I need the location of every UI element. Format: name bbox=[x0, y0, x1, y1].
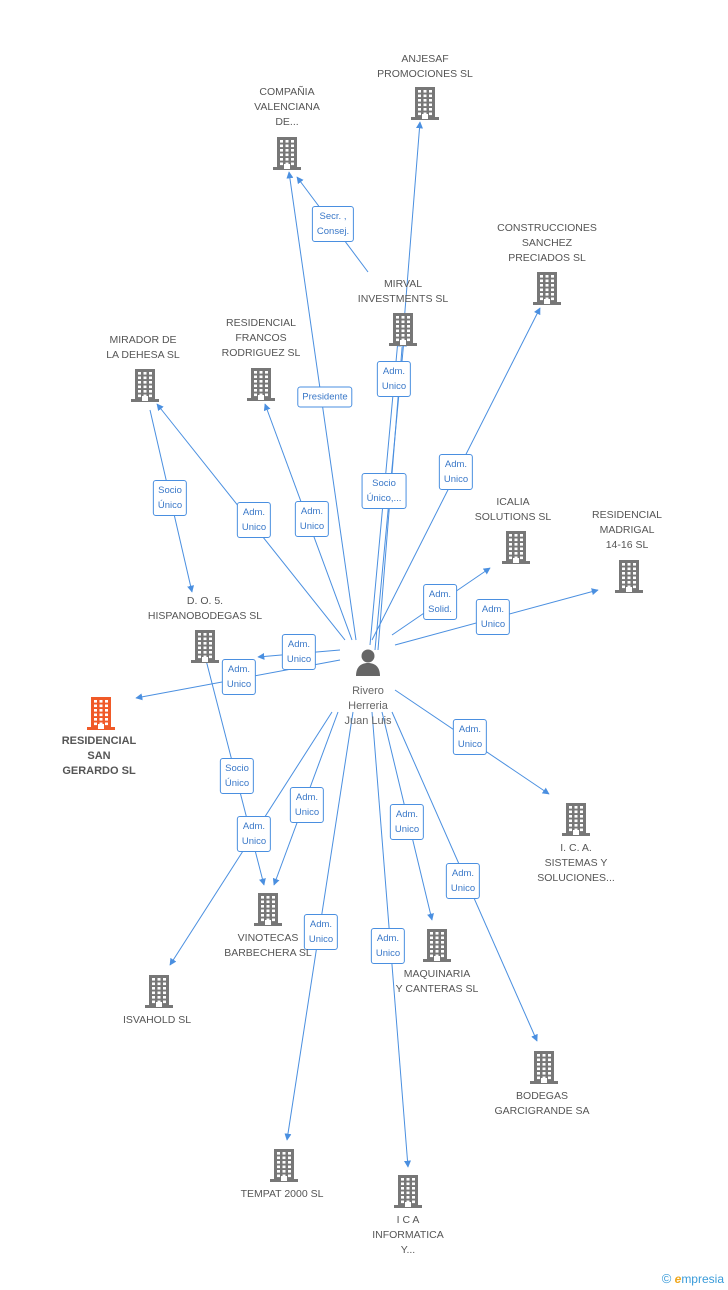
building-icon[interactable] bbox=[187, 628, 223, 664]
edge-role-label[interactable]: Adm. Unico bbox=[475, 599, 511, 635]
edge-role-label[interactable]: Adm. Unico bbox=[452, 719, 488, 755]
building-icon[interactable] bbox=[250, 891, 286, 927]
company-label-compania[interactable]: COMPAÑIA VALENCIANA DE... bbox=[254, 86, 320, 128]
edge-role-label[interactable]: Adm. Unico bbox=[445, 863, 481, 899]
person-icon[interactable] bbox=[353, 647, 383, 677]
brand-logo-e: e bbox=[674, 1272, 682, 1286]
company-label-mirval[interactable]: MIRVAL INVESTMENTS SL bbox=[357, 278, 449, 305]
company-label-construcciones[interactable]: CONSTRUCCIONES SANCHEZ PRECIADOS SL bbox=[497, 222, 597, 264]
edge-role-label[interactable]: Adm. Unico bbox=[236, 816, 272, 852]
company-label-hispano[interactable]: D. O. 5. HISPANOBODEGAS SL bbox=[147, 595, 263, 622]
edge-role-label[interactable]: Adm. Unico bbox=[303, 914, 339, 950]
edge-role-label[interactable]: Adm. Unico bbox=[236, 502, 272, 538]
edge-role-label[interactable]: Adm. Unico bbox=[281, 634, 317, 670]
building-icon[interactable] bbox=[611, 558, 647, 594]
building-icon[interactable] bbox=[390, 1173, 426, 1209]
edge-role-label[interactable]: Adm. Unico bbox=[294, 501, 330, 537]
company-label-garcigrande[interactable]: BODEGAS GARCIGRANDE SA bbox=[494, 1090, 590, 1117]
edge-role-label[interactable]: Secr. , Consej. bbox=[311, 206, 355, 242]
building-icon[interactable] bbox=[243, 366, 279, 402]
company-label-madrigal[interactable]: RESIDENCIAL MADRIGAL 14-16 SL bbox=[591, 509, 663, 551]
building-icon[interactable] bbox=[407, 85, 443, 121]
building-icon[interactable] bbox=[385, 311, 421, 347]
edge-role-label[interactable]: Adm. Unico bbox=[221, 659, 257, 695]
building-icon[interactable] bbox=[266, 1147, 302, 1183]
company-label-ica_inf[interactable]: I C A INFORMATICA Y... bbox=[372, 1214, 444, 1256]
edge-role-label[interactable]: Adm. Unico bbox=[376, 361, 412, 397]
building-icon[interactable] bbox=[127, 367, 163, 403]
company-label-ica_sis[interactable]: I. C. A. SISTEMAS Y SOLUCIONES... bbox=[537, 842, 615, 884]
edge-role-label[interactable]: Presidente bbox=[297, 386, 353, 408]
person-name-label[interactable]: Rivero Herreria Juan Luis bbox=[344, 685, 392, 727]
company-label-mirador[interactable]: MIRADOR DE LA DEHESA SL bbox=[106, 334, 180, 361]
building-icon[interactable] bbox=[498, 529, 534, 565]
edge-role-label[interactable]: Adm. Unico bbox=[370, 928, 406, 964]
company-label-vinotecas[interactable]: VINOTECAS BARBECHERA SL bbox=[224, 932, 312, 959]
building-icon[interactable] bbox=[558, 801, 594, 837]
building-icon[interactable] bbox=[529, 270, 565, 306]
edge-role-label[interactable]: Adm. Unico bbox=[289, 787, 325, 823]
edge-role-label[interactable]: Adm. Unico bbox=[438, 454, 474, 490]
copyright-symbol: © bbox=[661, 1271, 672, 1286]
footer-brand[interactable]: © empresia bbox=[662, 1271, 724, 1286]
highlighted-building-icon[interactable] bbox=[83, 695, 119, 731]
company-label-sangerardo[interactable]: RESIDENCIAL SAN GERARDO SL bbox=[61, 735, 137, 777]
building-icon[interactable] bbox=[419, 927, 455, 963]
edge-role-label[interactable]: Socio Único bbox=[152, 480, 188, 516]
edge-role-label[interactable]: Adm. Unico bbox=[389, 804, 425, 840]
company-label-icalia[interactable]: ICALIA SOLUTIONS SL bbox=[474, 496, 552, 523]
building-icon[interactable] bbox=[269, 135, 305, 171]
edge-role-label[interactable]: Socio Único bbox=[219, 758, 255, 794]
company-label-maquinaria[interactable]: MAQUINARIA Y CANTERAS SL bbox=[395, 968, 479, 995]
edge-role-label[interactable]: Adm. Solid. bbox=[423, 584, 457, 620]
company-label-francos[interactable]: RESIDENCIAL FRANCOS RODRIGUEZ SL bbox=[221, 317, 301, 359]
company-label-isvahold[interactable]: ISVAHOLD SL bbox=[122, 1014, 192, 1026]
company-label-anjesaf[interactable]: ANJESAF PROMOCIONES SL bbox=[377, 53, 473, 80]
edge-role-label[interactable]: Socio Único,... bbox=[361, 473, 407, 509]
building-icon[interactable] bbox=[141, 973, 177, 1009]
company-label-tempat[interactable]: TEMPAT 2000 SL bbox=[240, 1188, 324, 1200]
brand-name: mpresia bbox=[681, 1272, 724, 1286]
building-icon[interactable] bbox=[526, 1049, 562, 1085]
